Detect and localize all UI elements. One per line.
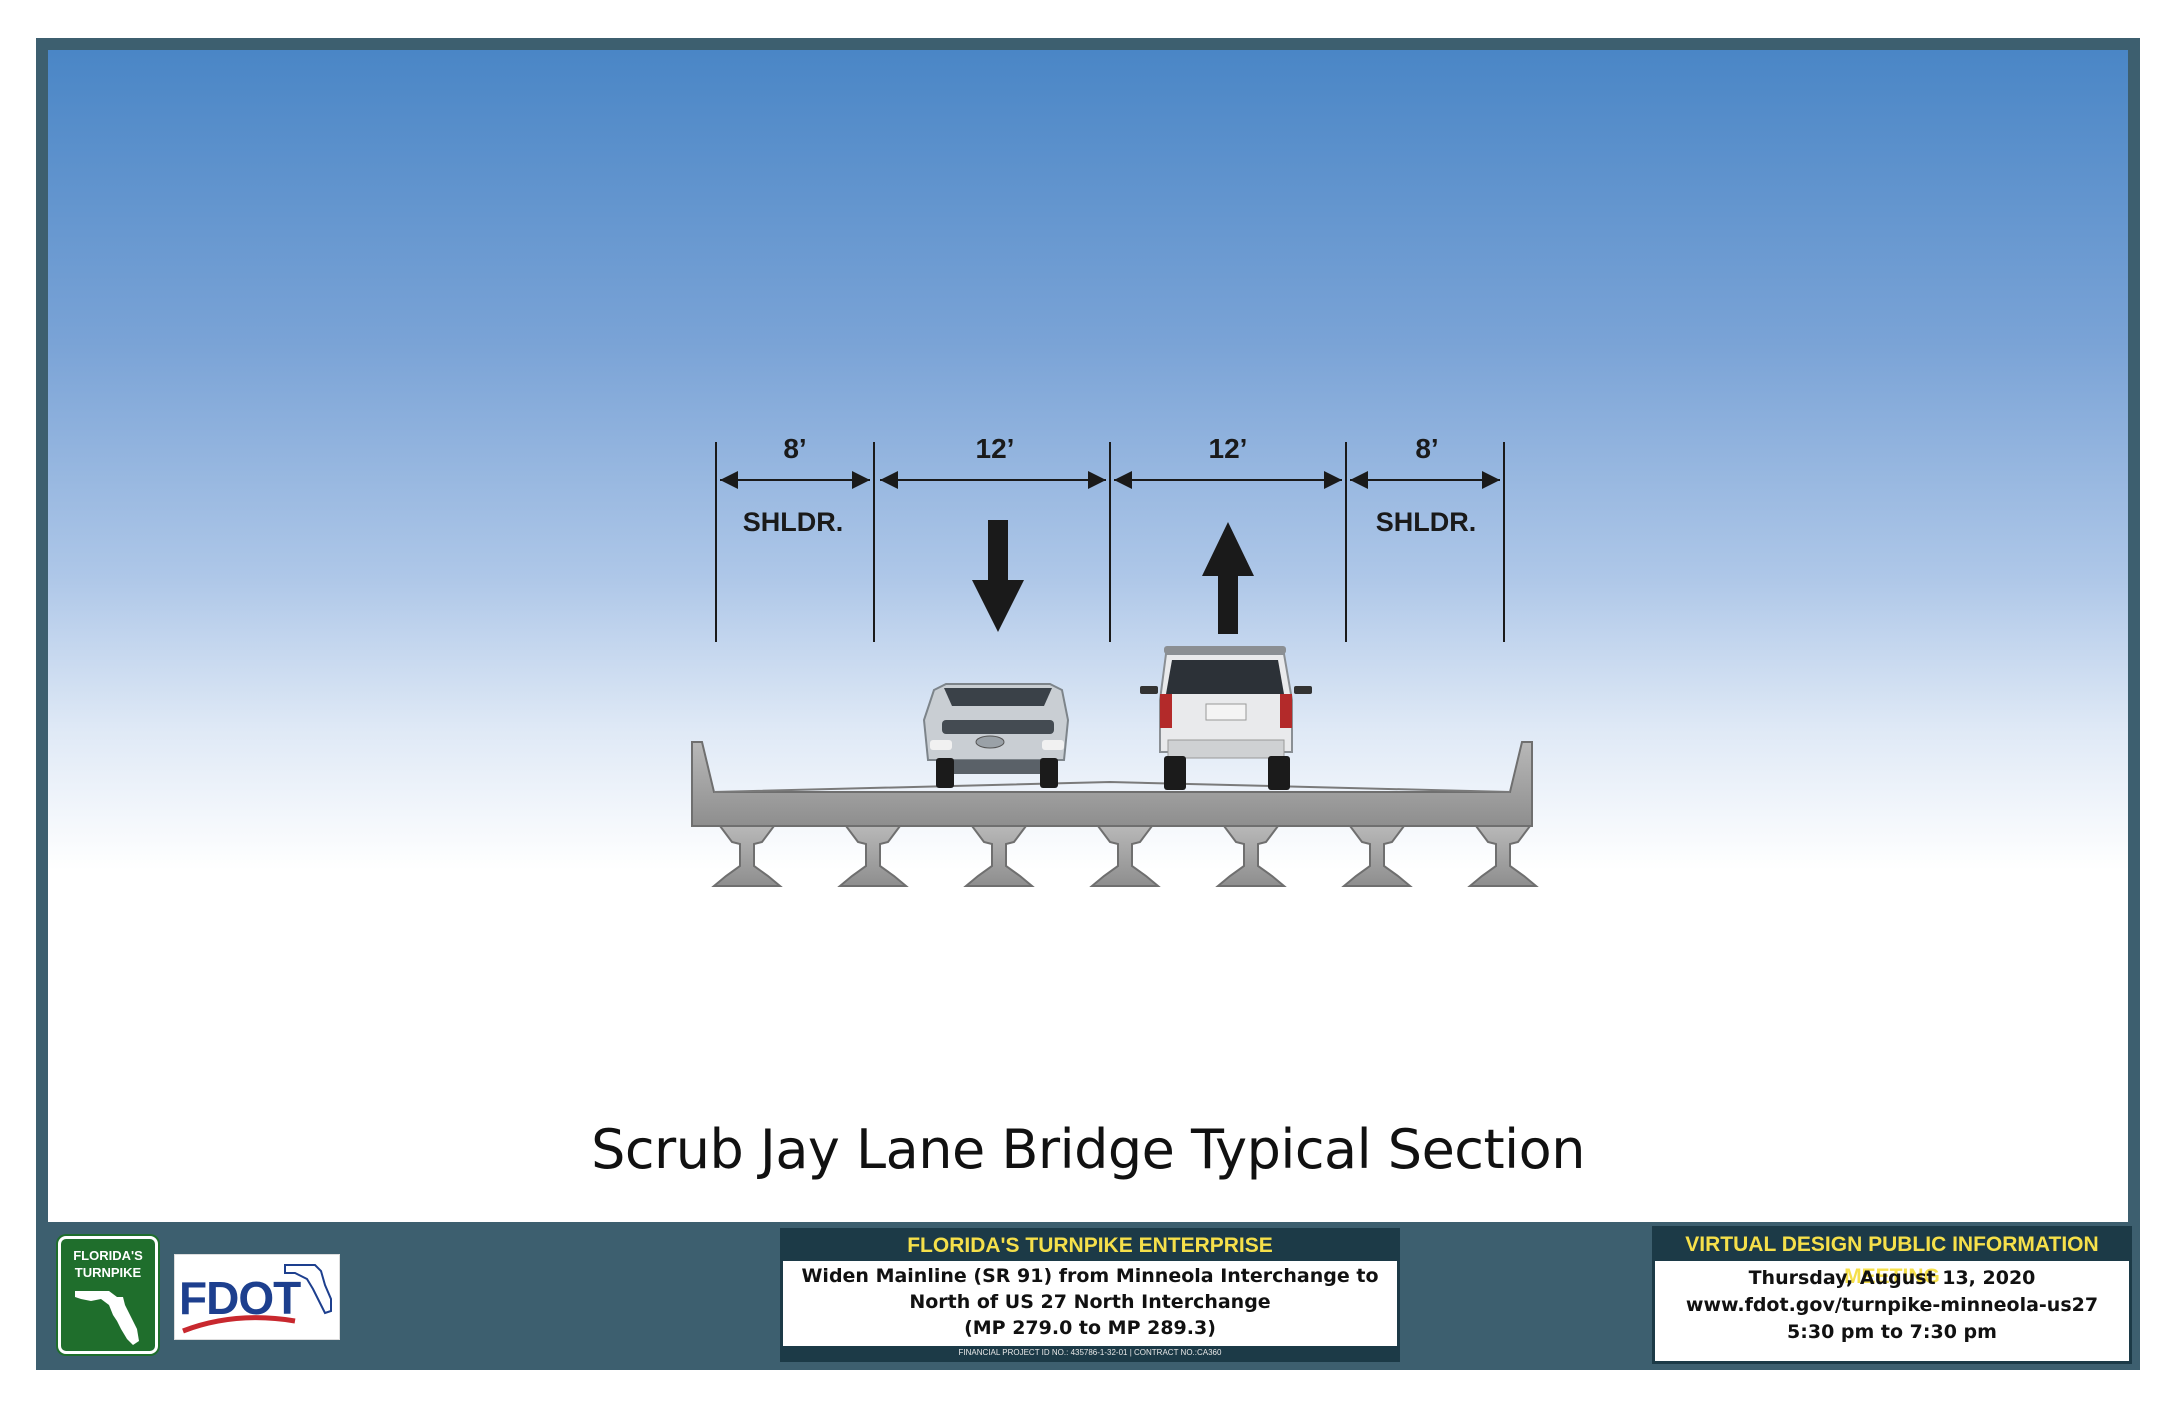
up-arrow-icon xyxy=(1202,522,1254,634)
girder xyxy=(1341,825,1413,887)
project-info-line3: (MP 279.0 to MP 289.3) xyxy=(964,1317,1216,1339)
project-info-line1: Widen Mainline (SR 91) from Minneola Int… xyxy=(801,1265,1379,1287)
girder xyxy=(1467,825,1539,887)
bridge-girders xyxy=(711,825,1539,887)
meeting-url: www.fdot.gov/turnpike-minneola-us27 xyxy=(1685,1294,2099,1316)
dim-width-3: 12’ xyxy=(1209,433,1248,464)
meeting-time: 5:30 pm to 7:30 pm xyxy=(1787,1321,1997,1343)
meeting-date: Thursday, August 13, 2020 xyxy=(1748,1267,2036,1289)
project-info-box: FLORIDA'S TURNPIKE ENTERPRISE Widen Main… xyxy=(780,1228,1400,1362)
dim-width-4: 8’ xyxy=(1415,433,1438,464)
fdot-swoosh-icon xyxy=(182,1264,332,1334)
diagram-title: Scrub Jay Lane Bridge Typical Section xyxy=(591,1118,1585,1181)
meeting-info-heading: VIRTUAL DESIGN PUBLIC INFORMATION MEETIN… xyxy=(1655,1229,2129,1288)
girder xyxy=(963,825,1035,887)
sky-background xyxy=(48,50,2128,1222)
dim-width-1: 8’ xyxy=(783,433,806,464)
fdot-logo: FDOT xyxy=(174,1254,340,1340)
project-info-line2: North of US 27 North Interchange xyxy=(909,1291,1271,1313)
down-arrow-icon xyxy=(972,520,1024,632)
florida-map-icon xyxy=(75,1291,139,1345)
sedan-car xyxy=(922,683,1070,788)
florida-turnpike-logo: FLORIDA'S TURNPIKE xyxy=(58,1236,158,1354)
girder xyxy=(711,825,783,887)
shoulder-label-right: SHLDR. xyxy=(1376,507,1477,537)
shoulder-label-left: SHLDR. xyxy=(743,507,844,537)
girder xyxy=(1089,825,1161,887)
bridge-deck xyxy=(691,741,1533,827)
meeting-info-box: VIRTUAL DESIGN PUBLIC INFORMATION MEETIN… xyxy=(1652,1226,2132,1364)
dimension-lines xyxy=(715,442,1505,642)
girder xyxy=(837,825,909,887)
project-id-fine-print: FINANCIAL PROJECT ID NO.: 435786-1-32-01… xyxy=(783,1346,1397,1359)
fdot-logo-text: FDOT xyxy=(179,1272,301,1324)
dim-width-2: 12’ xyxy=(976,433,1015,464)
turnpike-logo-text: FLORIDA'S TURNPIKE xyxy=(73,1248,143,1280)
girder xyxy=(1215,825,1287,887)
project-info-heading: FLORIDA'S TURNPIKE ENTERPRISE xyxy=(783,1231,1397,1261)
suv-car xyxy=(1140,646,1312,790)
